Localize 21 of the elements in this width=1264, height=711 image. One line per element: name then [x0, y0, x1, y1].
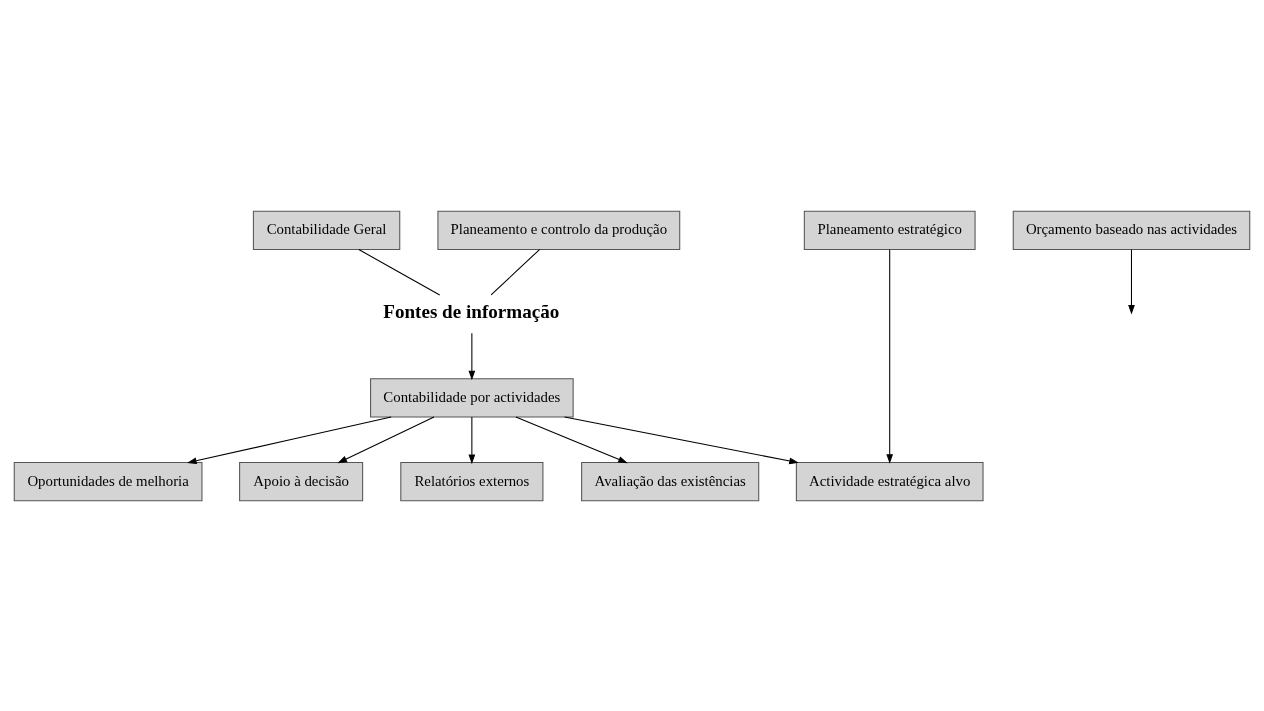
arrow	[468, 332, 476, 380]
node-text: Fontes de informação	[383, 300, 560, 322]
node-box: Avaliação das existências	[581, 461, 760, 501]
arrow	[515, 416, 628, 463]
node-box: Planeamento estratégico	[803, 210, 976, 250]
node-box: Contabilidade por actividades	[370, 377, 574, 417]
node-box: Apoio à decisão	[239, 461, 364, 501]
connector	[358, 248, 441, 295]
node-box: Contabilidade Geral	[252, 210, 401, 250]
node-box: Orçamento baseado nas actividades	[1012, 210, 1251, 250]
node-box: Relatórios externos	[400, 461, 544, 501]
arrow	[886, 248, 894, 464]
connector	[490, 248, 541, 295]
arrow	[564, 416, 799, 464]
arrow	[337, 416, 435, 463]
arrow	[1128, 248, 1135, 315]
node-box: Planeamento e controlo da produção	[437, 210, 681, 250]
arrow	[468, 416, 476, 464]
node-box: Actividade estratégica alvo	[795, 461, 984, 501]
arrow	[187, 416, 392, 464]
node-box: Oportunidades de melhoria	[13, 461, 203, 501]
